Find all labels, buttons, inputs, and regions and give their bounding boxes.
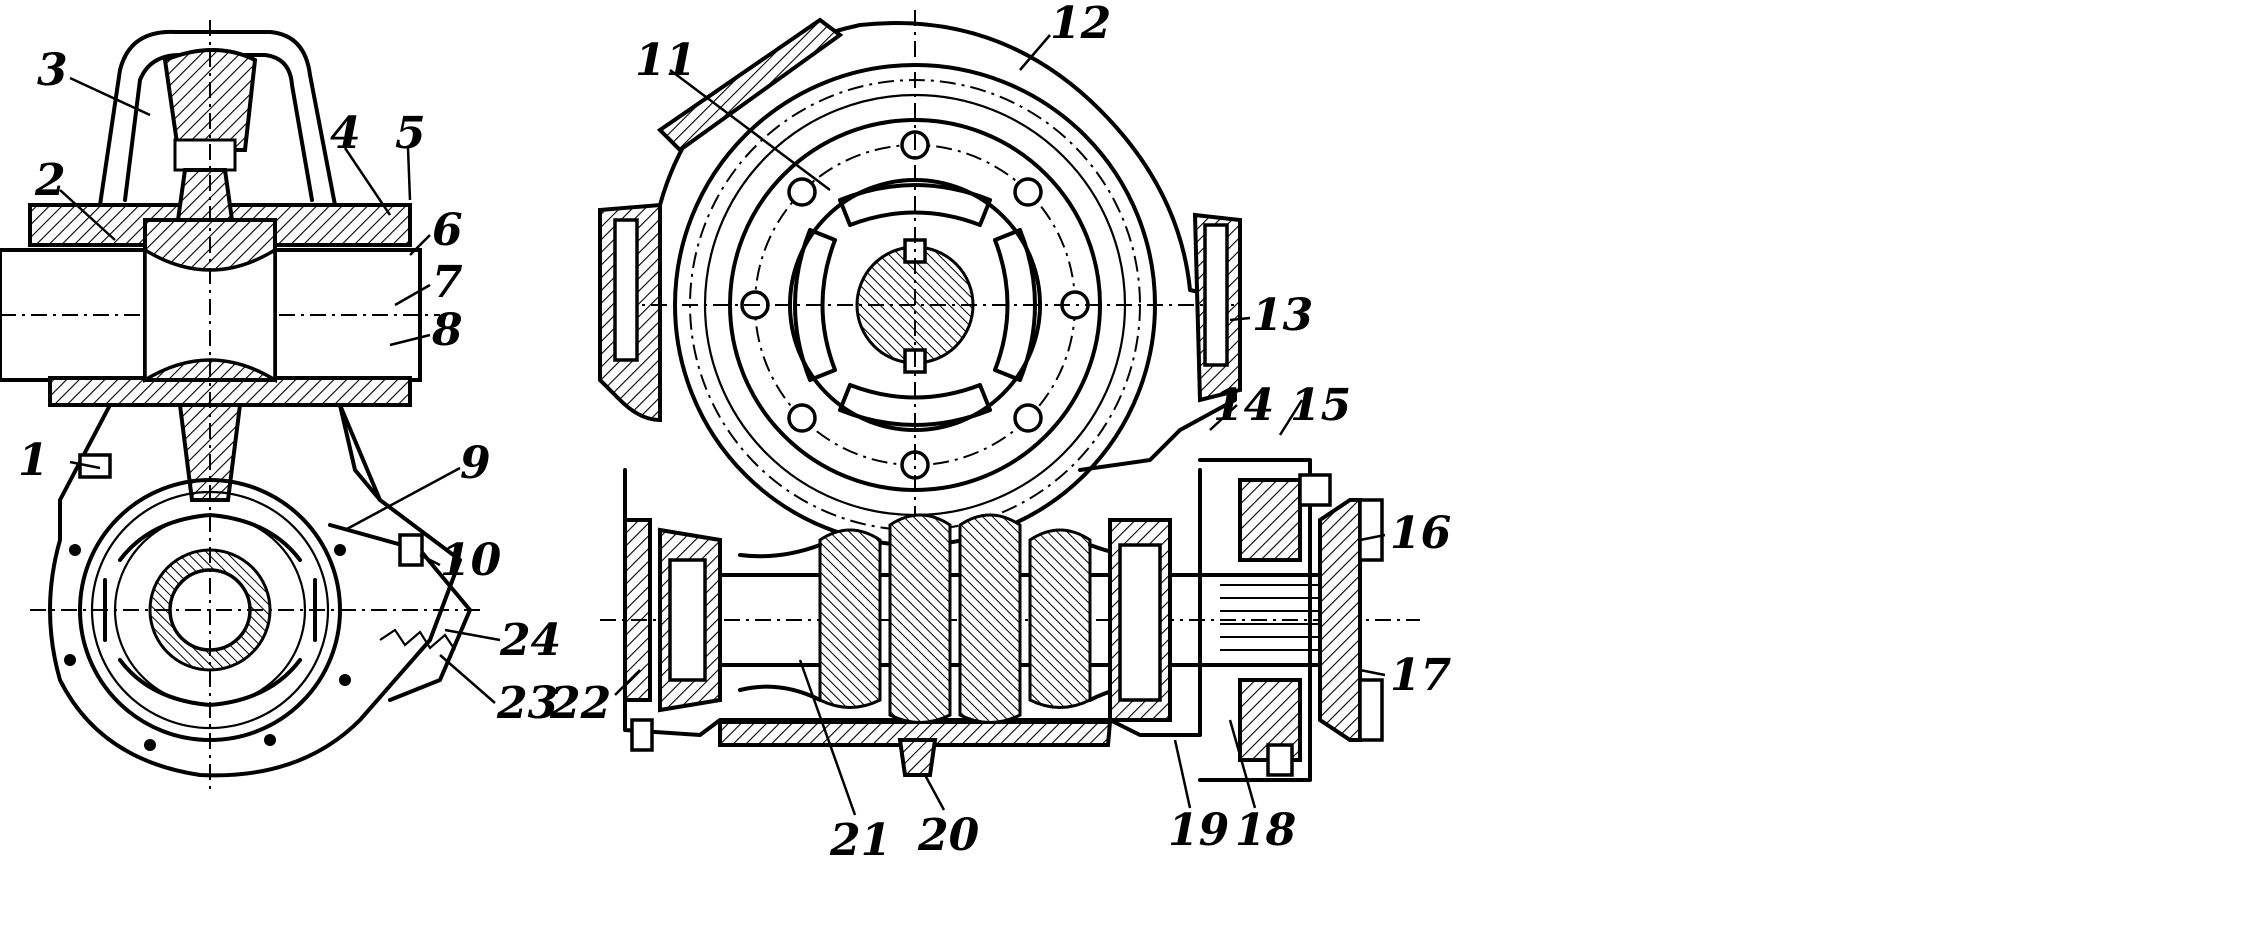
- callout-7: 7: [432, 257, 463, 308]
- callout-18: 18: [1235, 805, 1296, 856]
- callout-23: 23: [496, 678, 558, 729]
- callout-3: 3: [37, 45, 68, 96]
- callout-1: 1: [18, 435, 49, 486]
- callout-22: 22: [549, 678, 611, 729]
- callout-11: 11: [635, 35, 696, 86]
- callout-labels: 1 2 3 4 5 6 7 8 9 10 11 12 13 14 15 16 1…: [18, 0, 1452, 866]
- callout-21: 21: [829, 815, 891, 866]
- callout-15: 15: [1290, 380, 1351, 431]
- callout-4: 4: [330, 108, 361, 159]
- callout-19: 19: [1168, 805, 1229, 856]
- callout-2: 2: [34, 155, 66, 206]
- callout-13: 13: [1252, 290, 1313, 341]
- callout-6: 6: [432, 205, 463, 256]
- callout-5: 5: [395, 108, 426, 159]
- callout-20: 20: [917, 810, 980, 861]
- callout-16: 16: [1390, 508, 1451, 559]
- callout-12: 12: [1050, 0, 1111, 49]
- callout-8: 8: [431, 305, 463, 356]
- side-section-view: [0, 20, 480, 790]
- leader-lines: [59, 34, 1386, 816]
- callout-17: 17: [1390, 650, 1452, 701]
- callout-24: 24: [499, 615, 561, 666]
- front-section-view: [598, 10, 1420, 782]
- callout-14: 14: [1213, 380, 1274, 431]
- callout-9: 9: [460, 438, 491, 489]
- callout-10: 10: [440, 535, 502, 586]
